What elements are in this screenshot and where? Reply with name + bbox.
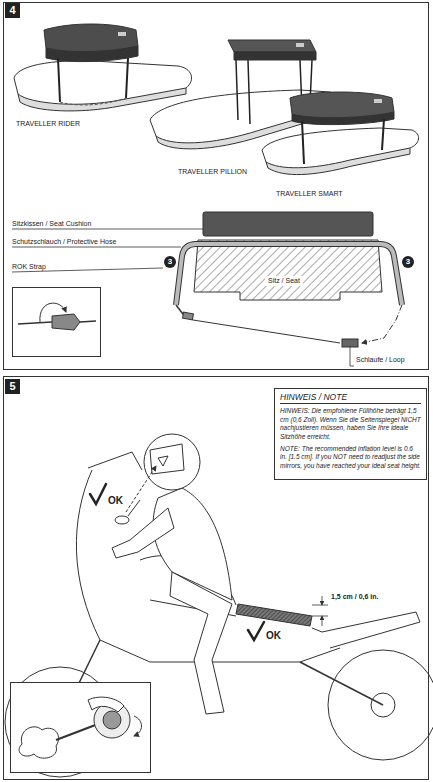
callout-number: 3 <box>402 256 414 268</box>
leader-line-part <box>12 247 181 248</box>
product-name: TRAVELLER PILLION <box>178 168 247 176</box>
cross-section-part <box>193 320 340 343</box>
panel-frame <box>4 3 429 780</box>
smart-seat-part <box>290 92 394 118</box>
rider-part <box>158 456 168 466</box>
product-name: TRAVELLER RIDER <box>16 120 80 128</box>
part-label: Sitz / Seat <box>265 276 303 286</box>
motorcycle-part <box>300 662 383 705</box>
buckle-inset-part <box>40 303 66 322</box>
cross-section-part <box>183 312 194 320</box>
pump-inset-part <box>88 697 124 712</box>
smart-seat-part <box>374 99 382 103</box>
note-text: HINWEIS: Die empfohlene Füllhöhe beträgt… <box>280 407 421 441</box>
rider-seat-part <box>44 24 138 52</box>
dimension-label: 1,5 cm / 0,6 in. <box>331 593 378 601</box>
pump-inset <box>11 683 151 773</box>
pump-inset-part <box>134 716 142 736</box>
pillion-seat-part <box>228 40 316 52</box>
rider-part <box>150 444 184 474</box>
cross-section-part <box>362 305 402 343</box>
smart-seat-part <box>262 128 419 168</box>
callout-number: 3 <box>164 256 176 268</box>
cross-section-part <box>203 212 373 236</box>
product-name: TRAVELLER SMART <box>276 190 343 198</box>
smart-seat-part <box>302 119 384 164</box>
rider-seat-part <box>60 98 126 105</box>
note-heading: HINWEIS / NOTE <box>280 392 421 404</box>
check-mark-part <box>90 484 106 504</box>
dimension-part <box>312 605 328 616</box>
motorcycle-part <box>150 648 340 662</box>
step-number: 4 <box>5 3 20 18</box>
rider-part <box>112 508 174 558</box>
rider-part <box>144 434 200 490</box>
leader-line <box>12 229 203 272</box>
part-label: Sitzkissen / Seat Cushion <box>12 220 91 228</box>
cross-section-part <box>176 244 402 305</box>
motorcycle-part <box>88 452 142 470</box>
pillion-seat-part <box>296 43 304 47</box>
part-label: Schutzschlauch / Protective Hose <box>12 238 116 246</box>
motorcycle-part <box>150 600 420 648</box>
leader-line-part <box>12 229 203 230</box>
seat-cushion <box>236 604 312 626</box>
pump-inset-part <box>19 727 59 758</box>
motorcycle-part <box>328 650 433 760</box>
rider-part <box>170 572 232 714</box>
cross-section-part <box>342 339 358 347</box>
note-text: NOTE: The recommended inflation level is… <box>280 445 421 470</box>
pump-inset-part <box>11 683 151 773</box>
buckle-inset-part <box>13 288 101 357</box>
part-label: Schlaufe / Loop <box>356 356 405 364</box>
buckle-inset-part <box>18 322 52 324</box>
panel-frame-part <box>4 377 429 780</box>
pump-inset-part <box>103 711 121 729</box>
rider-seat-part <box>14 61 192 104</box>
motorcycle-part <box>115 516 129 524</box>
panel-frame-part <box>4 3 429 370</box>
check-mark-part <box>248 622 264 640</box>
dimension-part <box>322 616 323 626</box>
motorcycle <box>5 452 433 777</box>
ok-mark: OK <box>108 495 123 507</box>
check-mark <box>90 484 264 640</box>
buckle-inset-part <box>80 321 96 322</box>
motorcycle-part <box>76 470 150 662</box>
part-label: ROK Strap <box>12 263 46 271</box>
rider-seat <box>14 24 192 111</box>
rider-seat-part <box>58 58 128 102</box>
buckle-inset <box>13 288 101 357</box>
pillion-seat-part <box>234 52 316 60</box>
cross-section-part <box>350 347 354 366</box>
dimension <box>312 596 328 626</box>
note-box: HINWEIS / NOTE HINWEIS: Die empfohlene Fü… <box>274 388 427 480</box>
smart-seat <box>262 92 419 175</box>
rider-seat-part <box>118 32 126 36</box>
cross-section-part <box>194 240 382 300</box>
step-number: 5 <box>5 379 20 394</box>
cross-section <box>176 212 402 366</box>
sight-arrow <box>126 466 156 512</box>
motorcycle-part <box>128 500 140 516</box>
dimension-part <box>322 596 323 605</box>
cross-section-part <box>176 244 402 305</box>
rider <box>112 434 232 714</box>
ok-mark: OK <box>266 630 281 642</box>
buckle-inset-part <box>52 314 80 330</box>
pump-inset-part <box>56 724 98 740</box>
